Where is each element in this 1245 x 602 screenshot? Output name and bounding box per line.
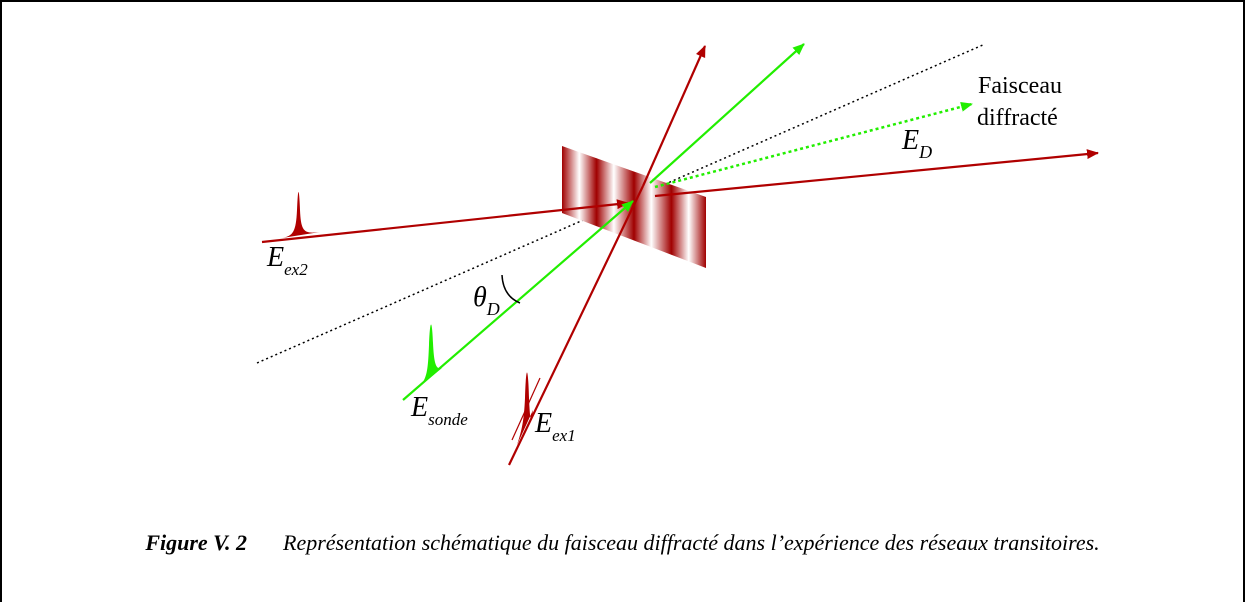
pulse-ex1	[517, 372, 533, 445]
figure-caption: Figure V. 2 Représentation schématique du…	[60, 528, 1185, 558]
label-e-d-main: E	[901, 125, 919, 156]
figure-number: Figure V. 2	[145, 530, 247, 555]
label-theta-d-main: θ	[473, 282, 487, 313]
caption-text: Représentation schématique du faisceau d…	[283, 530, 1100, 555]
label-e-d-sub: D	[918, 142, 932, 162]
label-e-ex1: Eex1	[534, 408, 576, 445]
beam-ex2-outgoing	[654, 149, 1099, 198]
label-theta-d: θD	[473, 282, 500, 319]
faisceau-label-line2: diffracté	[977, 105, 1058, 131]
label-e-sonde-main: E	[410, 392, 428, 423]
label-theta-d-sub: D	[486, 299, 500, 319]
beam-diffracted-dotted	[654, 101, 973, 189]
beam-ex2-incoming	[261, 199, 629, 244]
label-e-ex1-main: E	[534, 408, 552, 439]
beam-probe-incoming	[402, 200, 634, 401]
label-e-ex1-sub: ex1	[552, 426, 576, 445]
beam-ex1-incoming	[508, 185, 644, 466]
angle-arc-theta	[501, 274, 521, 304]
beam-ex1-outgoing	[641, 45, 707, 187]
label-e-sonde: Esonde	[410, 392, 468, 429]
label-e-sonde-sub: sonde	[428, 410, 468, 429]
label-e-d: ED	[901, 125, 932, 162]
pulse-ex2	[282, 192, 320, 238]
pulse-ex1-tail	[511, 377, 541, 441]
label-e-ex2-sub: ex2	[284, 260, 308, 279]
label-e-ex2: Eex2	[266, 242, 308, 279]
beam-probe-outgoing	[649, 43, 805, 184]
pulse-probe	[420, 324, 442, 386]
faisceau-label-line1: Faisceau	[978, 73, 1062, 99]
label-e-ex2-main: E	[266, 242, 284, 273]
